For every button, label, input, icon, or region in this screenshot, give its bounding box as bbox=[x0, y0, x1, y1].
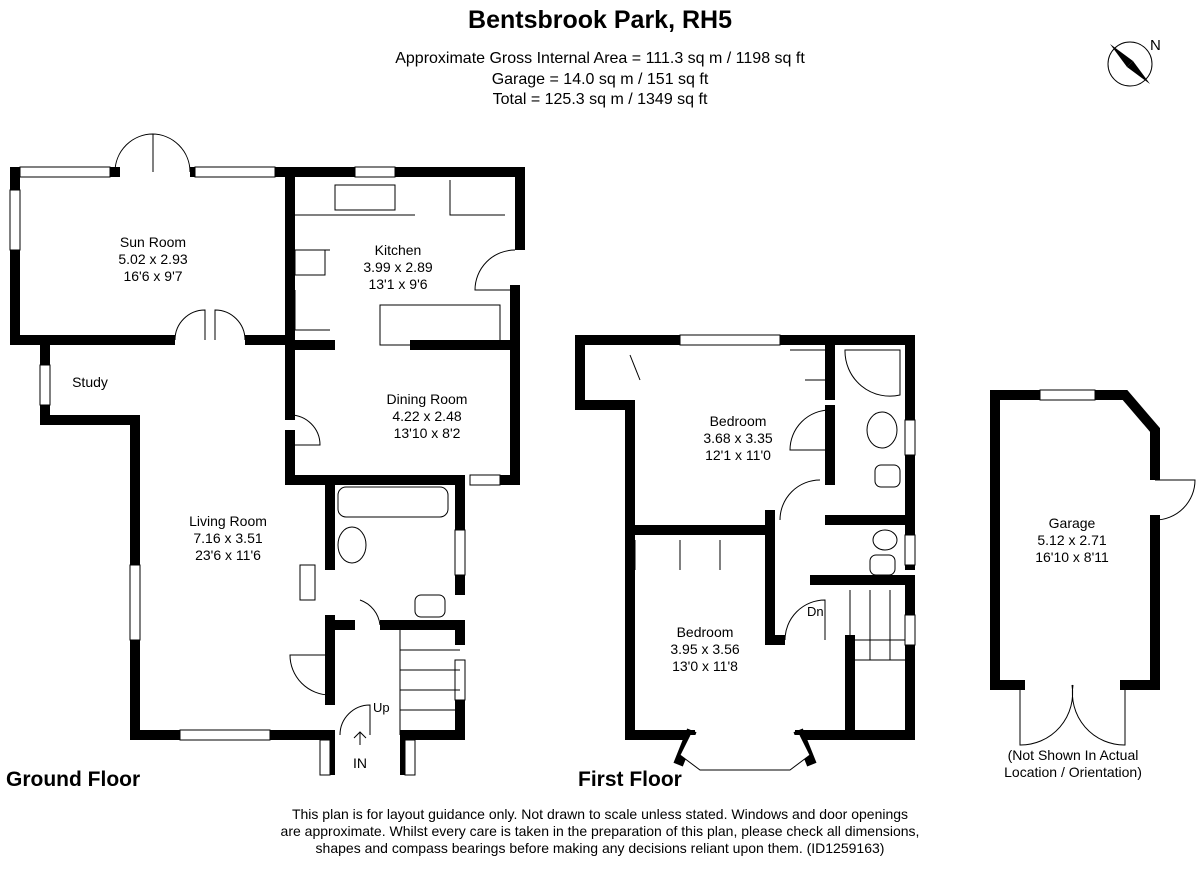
first-floor-walls bbox=[575, 335, 915, 767]
compass-icon bbox=[1107, 41, 1153, 87]
svg-text:5.02 x 2.93: 5.02 x 2.93 bbox=[118, 251, 187, 267]
compass-north-label: N bbox=[1150, 37, 1161, 54]
room-living-room: Living Room 7.16 x 3.51 23'6 x 11'6 bbox=[189, 513, 267, 563]
svg-text:Dining Room: Dining Room bbox=[387, 391, 468, 407]
svg-text:12'1 x 11'0: 12'1 x 11'0 bbox=[705, 447, 771, 463]
svg-text:16'10 x 8'11: 16'10 x 8'11 bbox=[1035, 549, 1109, 565]
first-floor-fixtures bbox=[629, 349, 905, 661]
room-bedroom-1: Bedroom 3.68 x 3.35 12'1 x 11'0 bbox=[703, 413, 772, 463]
svg-text:4.22 x 2.48: 4.22 x 2.48 bbox=[392, 408, 461, 424]
svg-text:Study: Study bbox=[72, 374, 108, 390]
svg-text:Bedroom: Bedroom bbox=[710, 413, 767, 429]
svg-text:Bedroom: Bedroom bbox=[677, 624, 734, 640]
room-study: Study bbox=[72, 374, 108, 390]
ground-floor-walls bbox=[10, 167, 525, 775]
garage-area: Garage = 14.0 sq m / 151 sq ft bbox=[491, 71, 709, 88]
total-area: Total = 125.3 sq m / 1349 sq ft bbox=[492, 91, 708, 108]
svg-text:5.12 x 2.71: 5.12 x 2.71 bbox=[1037, 532, 1106, 548]
ground-floor-windows bbox=[9, 166, 501, 776]
room-bedroom-2: Bedroom 3.95 x 3.56 13'0 x 11'8 bbox=[670, 624, 739, 674]
svg-text:3.99 x 2.89: 3.99 x 2.89 bbox=[363, 259, 432, 275]
svg-text:Living Room: Living Room bbox=[189, 513, 267, 529]
svg-text:Sun Room: Sun Room bbox=[120, 234, 186, 250]
disclaimer: This plan is for layout guidance only. N… bbox=[0, 806, 1200, 857]
room-sun-room: Sun Room 5.02 x 2.93 16'6 x 9'7 bbox=[118, 234, 187, 284]
room-dining-room: Dining Room 4.22 x 2.48 13'10 x 8'2 bbox=[387, 391, 468, 441]
entrance-label: IN bbox=[353, 755, 367, 771]
stairs-up-label: Up bbox=[373, 700, 390, 715]
ground-floor-label: Ground Floor bbox=[6, 768, 141, 791]
svg-text:7.16 x 3.51: 7.16 x 3.51 bbox=[193, 530, 262, 546]
disclaimer-line2: are approximate. Whilst every care is ta… bbox=[280, 823, 920, 839]
first-floor-label: First Floor bbox=[578, 768, 682, 791]
disclaimer-line3: shapes and compass bearings before makin… bbox=[315, 840, 885, 856]
garage-walls bbox=[990, 389, 1196, 746]
garage-note-line1: (Not Shown In Actual bbox=[1008, 747, 1139, 763]
svg-text:3.95 x 3.56: 3.95 x 3.56 bbox=[670, 641, 739, 657]
plan-title: Bentsbrook Park, RH5 bbox=[468, 6, 732, 34]
ground-floor-fixtures bbox=[114, 133, 516, 736]
svg-text:Garage: Garage bbox=[1049, 515, 1096, 531]
room-garage: Garage 5.12 x 2.71 16'10 x 8'11 bbox=[1035, 515, 1109, 565]
gross-area: Approximate Gross Internal Area = 111.3 … bbox=[395, 50, 805, 67]
svg-text:13'0 x 11'8: 13'0 x 11'8 bbox=[672, 658, 738, 674]
first-floor-windows bbox=[679, 334, 916, 771]
room-kitchen: Kitchen 3.99 x 2.89 13'1 x 9'6 bbox=[363, 242, 432, 292]
svg-text:23'6 x 11'6: 23'6 x 11'6 bbox=[195, 547, 261, 563]
svg-text:13'1 x 9'6: 13'1 x 9'6 bbox=[368, 276, 427, 292]
svg-text:3.68 x 3.35: 3.68 x 3.35 bbox=[703, 430, 772, 446]
garage-note-line2: Location / Orientation) bbox=[1004, 764, 1142, 780]
disclaimer-line1: This plan is for layout guidance only. N… bbox=[291, 806, 909, 822]
svg-text:Kitchen: Kitchen bbox=[375, 242, 422, 258]
svg-text:13'10 x 8'2: 13'10 x 8'2 bbox=[394, 425, 461, 441]
entrance-arrow-icon bbox=[353, 731, 367, 745]
svg-text:16'6 x 9'7: 16'6 x 9'7 bbox=[123, 268, 182, 284]
stairs-down-label: Dn bbox=[807, 604, 824, 619]
